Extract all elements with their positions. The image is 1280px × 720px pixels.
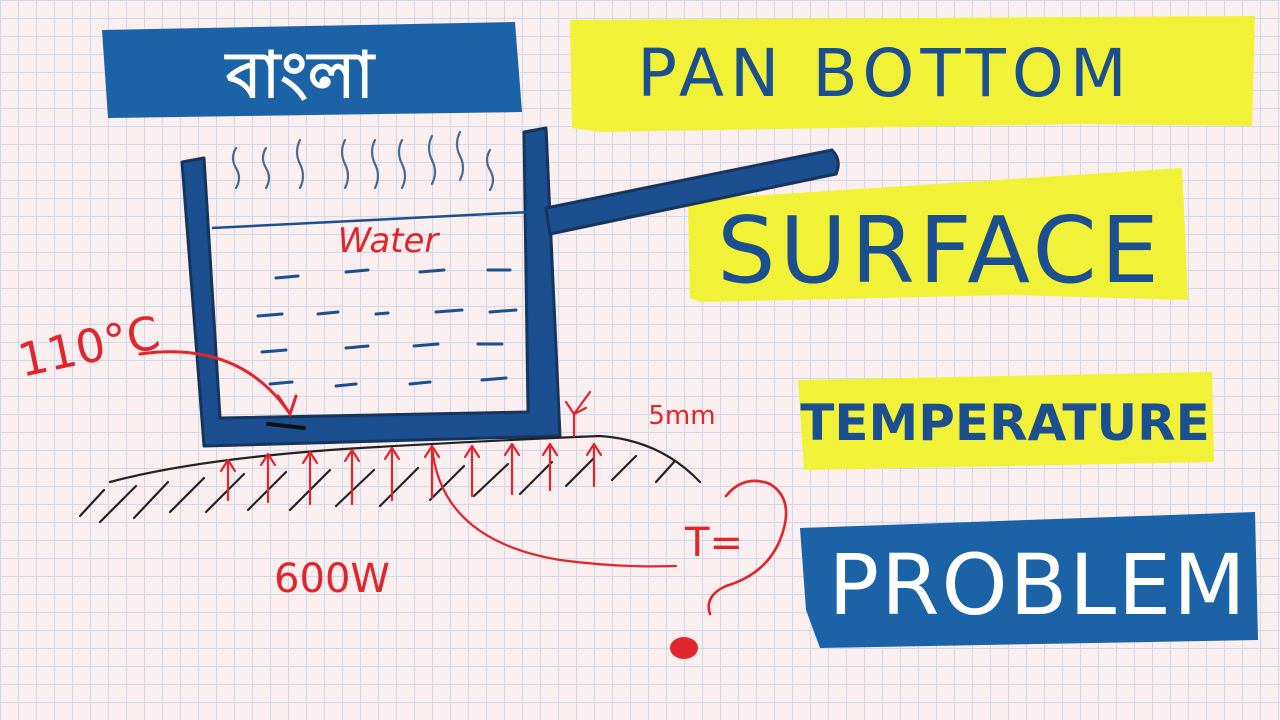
water-surface-line: [211, 210, 531, 230]
stove-surface: [78, 434, 702, 524]
inner-surface-mark: [266, 422, 306, 430]
pan-bottom-title: PAN BOTTOM: [637, 35, 1133, 112]
question-mark-curve: [707, 479, 788, 616]
water-label: Water: [338, 221, 441, 261]
inner-temperature-arrow: [138, 350, 298, 418]
surface-title: SURFACE: [717, 197, 1163, 304]
steam-lines: [231, 130, 495, 192]
pan-bottom-highlight: [570, 16, 1255, 132]
pan-handle: [544, 148, 840, 236]
problem-title: PROBLEM: [828, 536, 1247, 634]
pan: [180, 126, 840, 448]
heat-flux-arrows: [219, 442, 603, 506]
question-mark-dot: [670, 637, 698, 659]
thickness-arrow: [564, 390, 592, 438]
inner-temperature-label: 110°C: [13, 305, 164, 388]
unknown-temperature-label: T=: [684, 520, 743, 566]
heat-rate-label: 600W: [274, 556, 390, 602]
water-dashes: [256, 268, 518, 388]
temperature-title: TEMPERATURE: [800, 394, 1210, 452]
pan-body: [180, 126, 562, 448]
surface-highlight: [688, 168, 1188, 302]
temperature-highlight: [798, 372, 1214, 470]
problem-highlight: [800, 512, 1258, 648]
bengali-title: বাংলা: [224, 39, 376, 113]
outer-surface-pointer: [430, 444, 678, 568]
thickness-label: 5mm: [648, 401, 715, 431]
bengali-title-highlight: [102, 22, 522, 118]
